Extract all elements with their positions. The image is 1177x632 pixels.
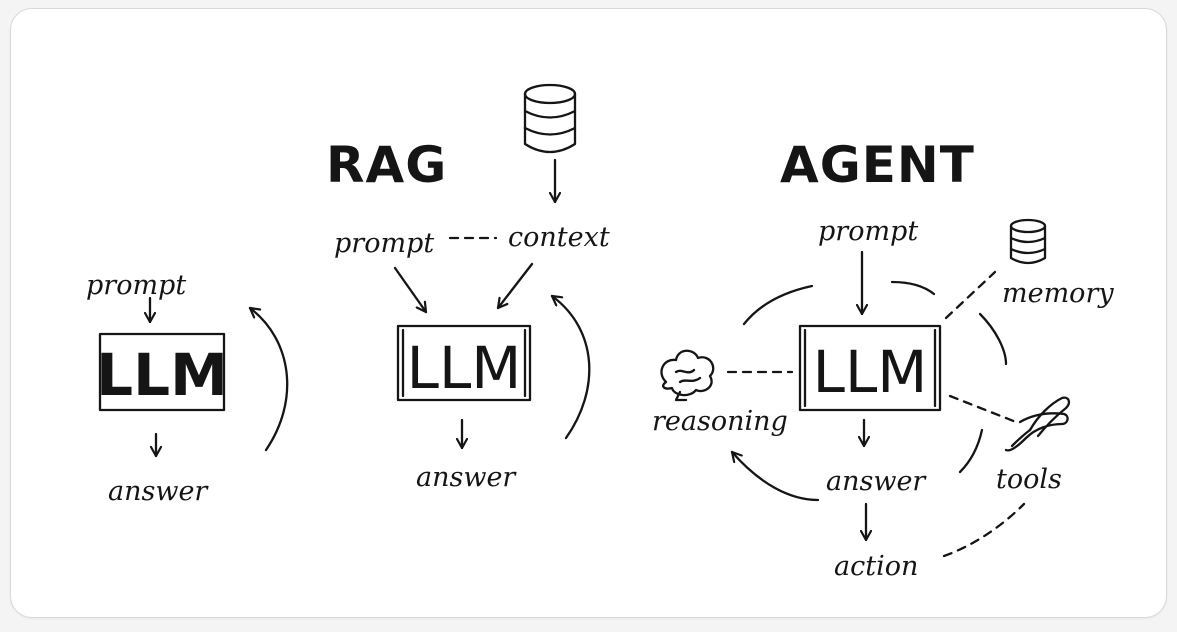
simple-answer-label: answer <box>108 476 209 507</box>
agent-llm-label: LLM <box>813 338 928 406</box>
rag-context-arrow <box>496 262 534 310</box>
simple-prompt-label: prompt <box>86 270 186 301</box>
agent-llm-box <box>798 324 942 412</box>
rag-title: RAG <box>326 136 447 194</box>
diagram-card <box>10 8 1167 618</box>
rag-section: RAG prompt context LLM answer <box>326 83 610 493</box>
llm-memory-link <box>944 270 997 320</box>
agent-title: AGENT <box>780 136 975 194</box>
memory-label: memory <box>1002 278 1114 309</box>
rag-llm-box-inner <box>401 328 527 398</box>
agent-action-label: action <box>834 551 918 582</box>
agent-answer-label: answer <box>826 466 927 497</box>
tools-label: tools <box>996 464 1062 495</box>
agent-loop-back-arrow <box>730 450 820 502</box>
rag-llm-label: LLM <box>407 334 522 402</box>
brain-icon <box>660 349 715 402</box>
rag-answer-label: answer <box>416 462 517 493</box>
agent-loop-lower-right <box>958 428 984 474</box>
reasoning-label: reasoning <box>652 406 788 437</box>
action-tools-link <box>942 502 1026 558</box>
simple-loop-arrow <box>248 306 289 452</box>
rag-context-label: context <box>508 222 610 253</box>
rag-prompt-label: prompt <box>334 228 434 259</box>
database-icon <box>523 83 577 154</box>
simple-llm-label: LLM <box>96 341 228 409</box>
simple-llm-section: prompt LLM answer <box>86 270 289 507</box>
agent-prompt-label: prompt <box>818 216 918 247</box>
agent-section: AGENT prompt LLM memory reasoning t <box>652 136 1114 582</box>
rag-loop-arrow <box>550 294 591 440</box>
agent-loop-right <box>978 312 1008 366</box>
simple-llm-box <box>98 332 226 412</box>
agent-loop-top-left <box>742 284 814 326</box>
llm-tools-link <box>948 394 1018 424</box>
rag-prompt-arrow <box>393 266 428 314</box>
agent-loop-top-right <box>890 280 936 296</box>
memory-database-icon <box>1009 218 1047 265</box>
pliers-icon <box>1004 396 1071 452</box>
agent-llm-box-inner <box>803 328 937 408</box>
rag-llm-box <box>396 324 532 402</box>
